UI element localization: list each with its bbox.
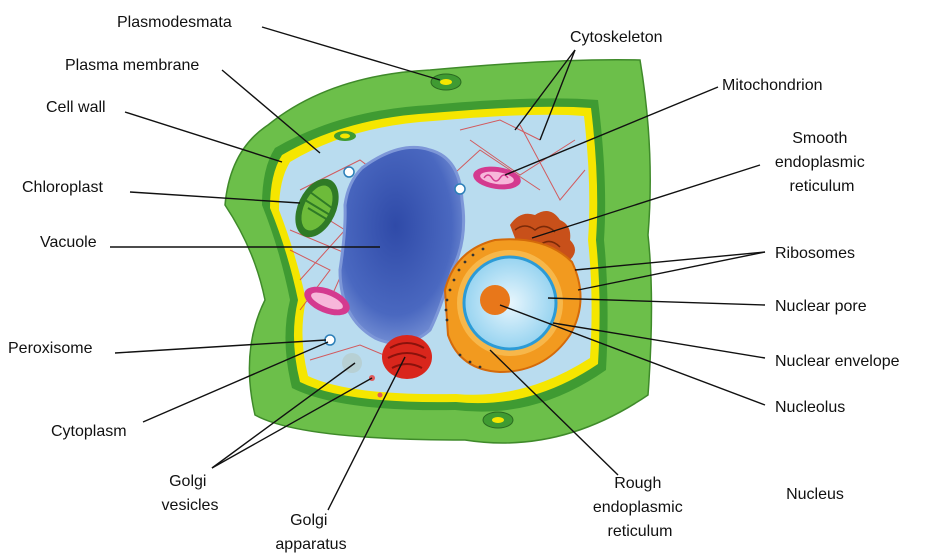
svg-text:Nucleus: Nucleus [786, 486, 844, 503]
svg-text:Nucleolus: Nucleolus [775, 399, 845, 416]
svg-text:Nuclear pore: Nuclear pore [775, 298, 867, 315]
svg-text:Peroxisome: Peroxisome [8, 340, 93, 357]
label-nucleus: Nucleus [786, 486, 844, 503]
svg-text:Vacuole: Vacuole [40, 234, 97, 251]
nucleus-icon [457, 250, 563, 356]
svg-text:Golgi vesicles: Golgi vesicles [162, 473, 219, 514]
svg-text:Plasmodesmata: Plasmodesmata [117, 14, 232, 31]
svg-text:Smooth endoplasmic: Smooth endoplasmic reticulum [775, 130, 869, 195]
svg-text:Ribosomes: Ribosomes [775, 245, 855, 262]
svg-text:Nuclear envelope: Nuclear envelope [775, 353, 900, 370]
svg-text:Cell wall: Cell wall [46, 99, 106, 116]
svg-text:Mitochondrion: Mitochondrion [722, 77, 823, 94]
svg-text:Plasma membrane: Plasma membrane [65, 57, 199, 74]
golgi-apparatus-icon [382, 335, 432, 379]
svg-text:Cytoskeleton: Cytoskeleton [570, 29, 663, 46]
svg-text:Cytoplasm: Cytoplasm [51, 423, 127, 440]
svg-text:Rough endoplasmic: Rough endoplasmic reticulum [593, 475, 687, 540]
svg-text:Golgi apparatus: Golgi apparatus [275, 512, 346, 553]
svg-text:Chloroplast: Chloroplast [22, 179, 103, 196]
